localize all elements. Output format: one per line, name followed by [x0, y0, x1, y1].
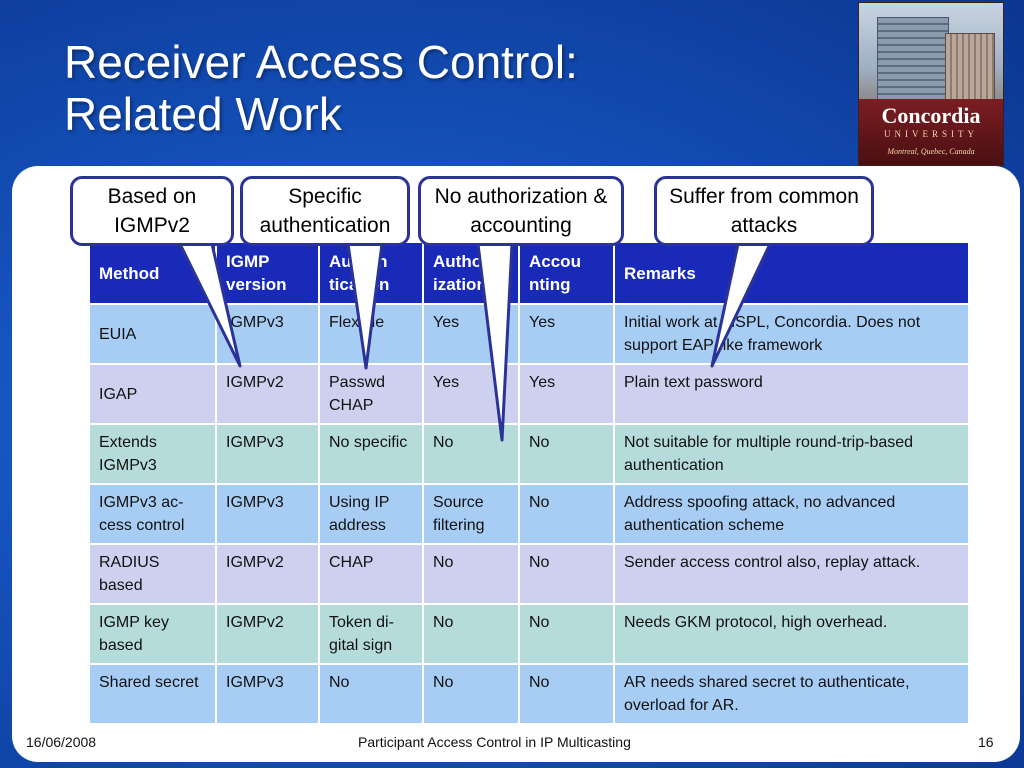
- cell-accounting: No: [518, 483, 615, 545]
- logo-city: Montreal, Quebec, Canada: [887, 147, 975, 156]
- header-accounting: Accou nting: [518, 241, 615, 305]
- callout-tail-auth: [346, 242, 384, 370]
- footer-date: 16/06/2008: [26, 734, 97, 750]
- cell-authentication: Using IP address: [318, 483, 424, 545]
- cell-authentication: CHAP: [318, 543, 424, 605]
- cell-accounting: Yes: [518, 363, 615, 425]
- cell-remarks: Sender access control also, replay attac…: [613, 543, 970, 605]
- cell-remarks: AR needs shared secret to authenticate, …: [613, 663, 970, 725]
- cell-method: EUIA: [88, 303, 217, 365]
- cell-accounting: No: [518, 603, 615, 665]
- callout-no-authorization: No authorization & accounting: [418, 176, 624, 246]
- cell-igmp-version: IGMPv2: [215, 543, 320, 605]
- cell-remarks: Plain text password: [613, 363, 970, 425]
- cell-accounting: No: [518, 423, 615, 485]
- table-row: IGMPv3 ac-cess control IGMPv3 Using IP a…: [88, 483, 970, 545]
- cell-accounting: Yes: [518, 303, 615, 365]
- cell-accounting: No: [518, 543, 615, 605]
- cell-accounting: No: [518, 663, 615, 725]
- cell-igmp-version: IGMPv2: [215, 363, 320, 425]
- title-line-1: Receiver Access Control:: [64, 36, 578, 88]
- footer-page-number: 16: [978, 734, 994, 750]
- cell-authentication: No specific: [318, 423, 424, 485]
- cell-authorization: No: [422, 603, 520, 665]
- cell-authentication: Passwd CHAP: [318, 363, 424, 425]
- university-logo: Concordia UNIVERSITY Montreal, Quebec, C…: [858, 2, 1004, 166]
- footer-title: Participant Access Control in IP Multica…: [358, 734, 631, 750]
- callout-tail-attacks: [710, 242, 772, 368]
- cell-remarks: Address spoofing attack, no advanced aut…: [613, 483, 970, 545]
- slide-title: Receiver Access Control: Related Work: [64, 36, 824, 140]
- cell-method: IGAP: [88, 363, 217, 425]
- cell-method: Extends IGMPv3: [88, 423, 217, 485]
- cell-method: IGMPv3 ac-cess control: [88, 483, 217, 545]
- cell-remarks: Needs GKM protocol, high overhead.: [613, 603, 970, 665]
- cell-method: RADIUS based: [88, 543, 217, 605]
- table-row: Shared secret IGMPv3 No No No AR needs s…: [88, 663, 970, 725]
- logo-band: [859, 99, 1003, 165]
- cell-igmp-version: IGMPv2: [215, 603, 320, 665]
- related-work-table: Method IGMP version Authen tication Auth…: [88, 241, 970, 725]
- cell-authentication: Token di-gital sign: [318, 603, 424, 665]
- callout-attacks: Suffer from common attacks: [654, 176, 874, 246]
- cell-authorization: No: [422, 543, 520, 605]
- cell-authorization: Source filtering: [422, 483, 520, 545]
- callout-tail-noauth: [476, 242, 514, 442]
- cell-igmp-version: IGMPv3: [215, 483, 320, 545]
- cell-method: Shared secret: [88, 663, 217, 725]
- logo-university: UNIVERSITY: [884, 129, 978, 139]
- title-line-2: Related Work: [64, 88, 342, 140]
- table-row: RADIUS based IGMPv2 CHAP No No Sender ac…: [88, 543, 970, 605]
- cell-remarks: Not suitable for multiple round-trip-bas…: [613, 423, 970, 485]
- cell-igmp-version: IGMPv3: [215, 423, 320, 485]
- table-row: IGMP key based IGMPv2 Token di-gital sig…: [88, 603, 970, 665]
- cell-igmp-version: IGMPv3: [215, 663, 320, 725]
- table-row: Extends IGMPv3 IGMPv3 No specific No No …: [88, 423, 970, 485]
- cell-method: IGMP key based: [88, 603, 217, 665]
- cell-authorization: No: [422, 663, 520, 725]
- logo-name: Concordia: [881, 103, 981, 128]
- callout-authentication: Specific authentication: [240, 176, 410, 246]
- cell-authentication: No: [318, 663, 424, 725]
- table-row: IGAP IGMPv2 Passwd CHAP Yes Yes Plain te…: [88, 363, 970, 425]
- callout-igmp: Based on IGMPv2: [70, 176, 234, 246]
- callout-tail-igmp: [178, 242, 242, 368]
